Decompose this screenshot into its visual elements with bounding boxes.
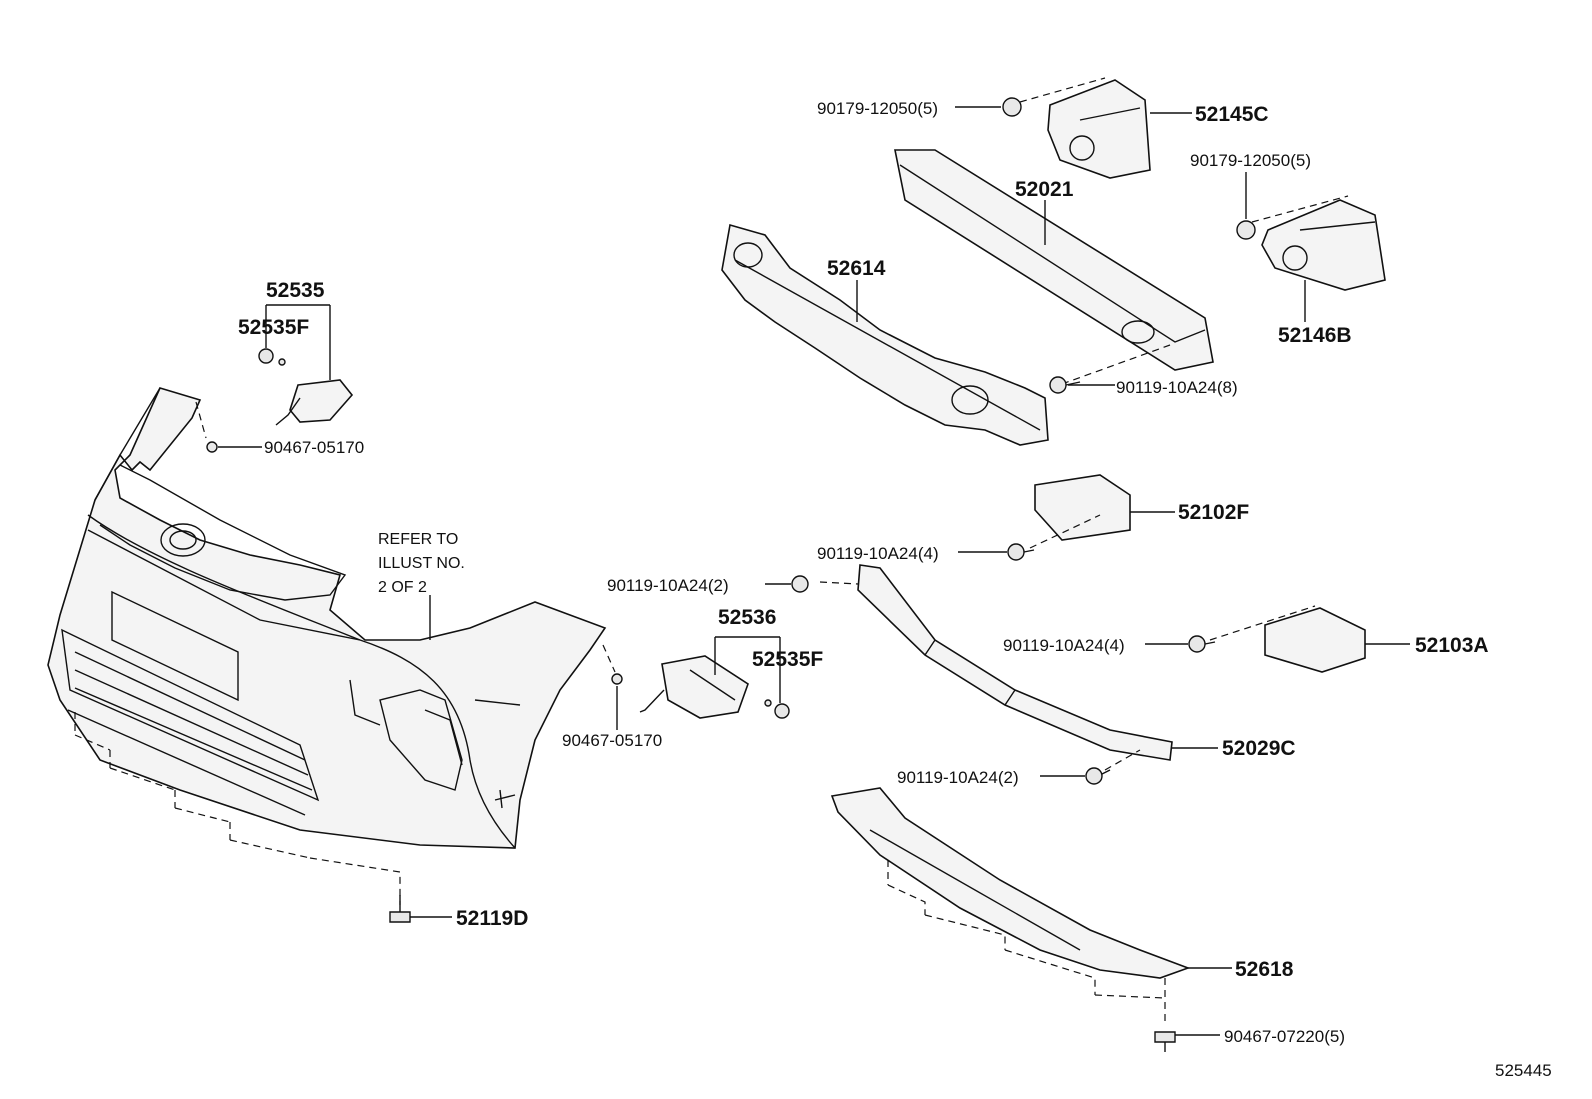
- screw-mid: [611, 673, 623, 685]
- callout-90119-10a24-8: 90119-10A24(8): [1116, 378, 1238, 397]
- callout-90467-05170-mid: 90467-05170: [562, 731, 662, 750]
- callout-90179-12050-left: 90179-12050(5): [817, 99, 938, 118]
- bumper-side-bracket-lower: [639, 655, 749, 719]
- callout-52119d: 52119D: [456, 907, 528, 930]
- refer-note-line-3: 2 OF 2: [378, 579, 427, 596]
- nut-52145c: [1002, 97, 1022, 117]
- screw-upper: [206, 441, 218, 453]
- callout-90179-12050-right: 90179-12050(5): [1190, 151, 1311, 170]
- callout-52535f-mid: 52535F: [752, 648, 823, 671]
- illustration-id: 525445: [1495, 1061, 1552, 1080]
- bolt-reinforcement: [1049, 376, 1081, 394]
- callout-52535f-top: 52535F: [238, 316, 309, 339]
- callout-52103a: 52103A: [1415, 634, 1489, 657]
- callout-90119-10a24-2-upper: 90119-10A24(2): [607, 576, 729, 595]
- retainer-clip-lower: [764, 699, 790, 719]
- callout-90467-05170-top: 90467-05170: [264, 438, 364, 457]
- crash-box-52146b: [1261, 199, 1386, 291]
- lower-reinforcement-52029c: [819, 564, 1173, 771]
- callout-52535: 52535: [266, 279, 325, 302]
- callout-90467-07220: 90467-07220(5): [1224, 1027, 1345, 1046]
- callout-90119-10a24-4-upper: 90119-10A24(4): [817, 544, 939, 563]
- bolt-52029c-left: [791, 575, 809, 593]
- leader-mid-screw: [602, 644, 616, 673]
- bumper-reinforcement-52021: [894, 149, 1214, 385]
- nut-52146b: [1236, 220, 1256, 240]
- crash-box-52145c: [1047, 79, 1151, 179]
- leader-lines: [218, 106, 1410, 1036]
- callout-52021: 52021: [1015, 178, 1074, 201]
- callout-52029c: 52029C: [1222, 737, 1296, 760]
- bolt-52119d: [389, 895, 411, 923]
- callout-52536: 52536: [718, 606, 776, 629]
- callout-52145c: 52145C: [1195, 103, 1269, 126]
- clip-52618: [1154, 1031, 1176, 1052]
- bolt-52102f: [1007, 543, 1035, 561]
- callout-52102f: 52102F: [1178, 501, 1249, 524]
- leader-upper-screw: [195, 401, 207, 439]
- bracket-52103a: [1209, 605, 1366, 673]
- front-bumper-cover: [47, 387, 607, 905]
- energy-absorber-52614: [721, 223, 1049, 446]
- leader-52145c-nut: [1019, 77, 1106, 103]
- retainer-clip-upper: [258, 348, 286, 366]
- refer-note-line-2: ILLUST NO.: [378, 555, 465, 572]
- under-cover-52618: [830, 787, 1191, 1025]
- leader-52146b-nut: [1251, 195, 1349, 223]
- callout-90119-10a24-2-lower: 90119-10A24(2): [897, 768, 1019, 787]
- bumper-side-bracket-upper: [275, 379, 354, 426]
- refer-note-line-1: REFER TO: [378, 531, 458, 548]
- bolt-52029c-right: [1085, 767, 1111, 785]
- bracket-52102f: [1029, 474, 1131, 549]
- callout-52146b: 52146B: [1278, 324, 1352, 347]
- callout-90119-10a24-4-lower: 90119-10A24(4): [1003, 636, 1125, 655]
- callout-52614: 52614: [827, 257, 886, 280]
- callout-52618: 52618: [1235, 958, 1294, 981]
- bolt-52103a: [1188, 635, 1216, 653]
